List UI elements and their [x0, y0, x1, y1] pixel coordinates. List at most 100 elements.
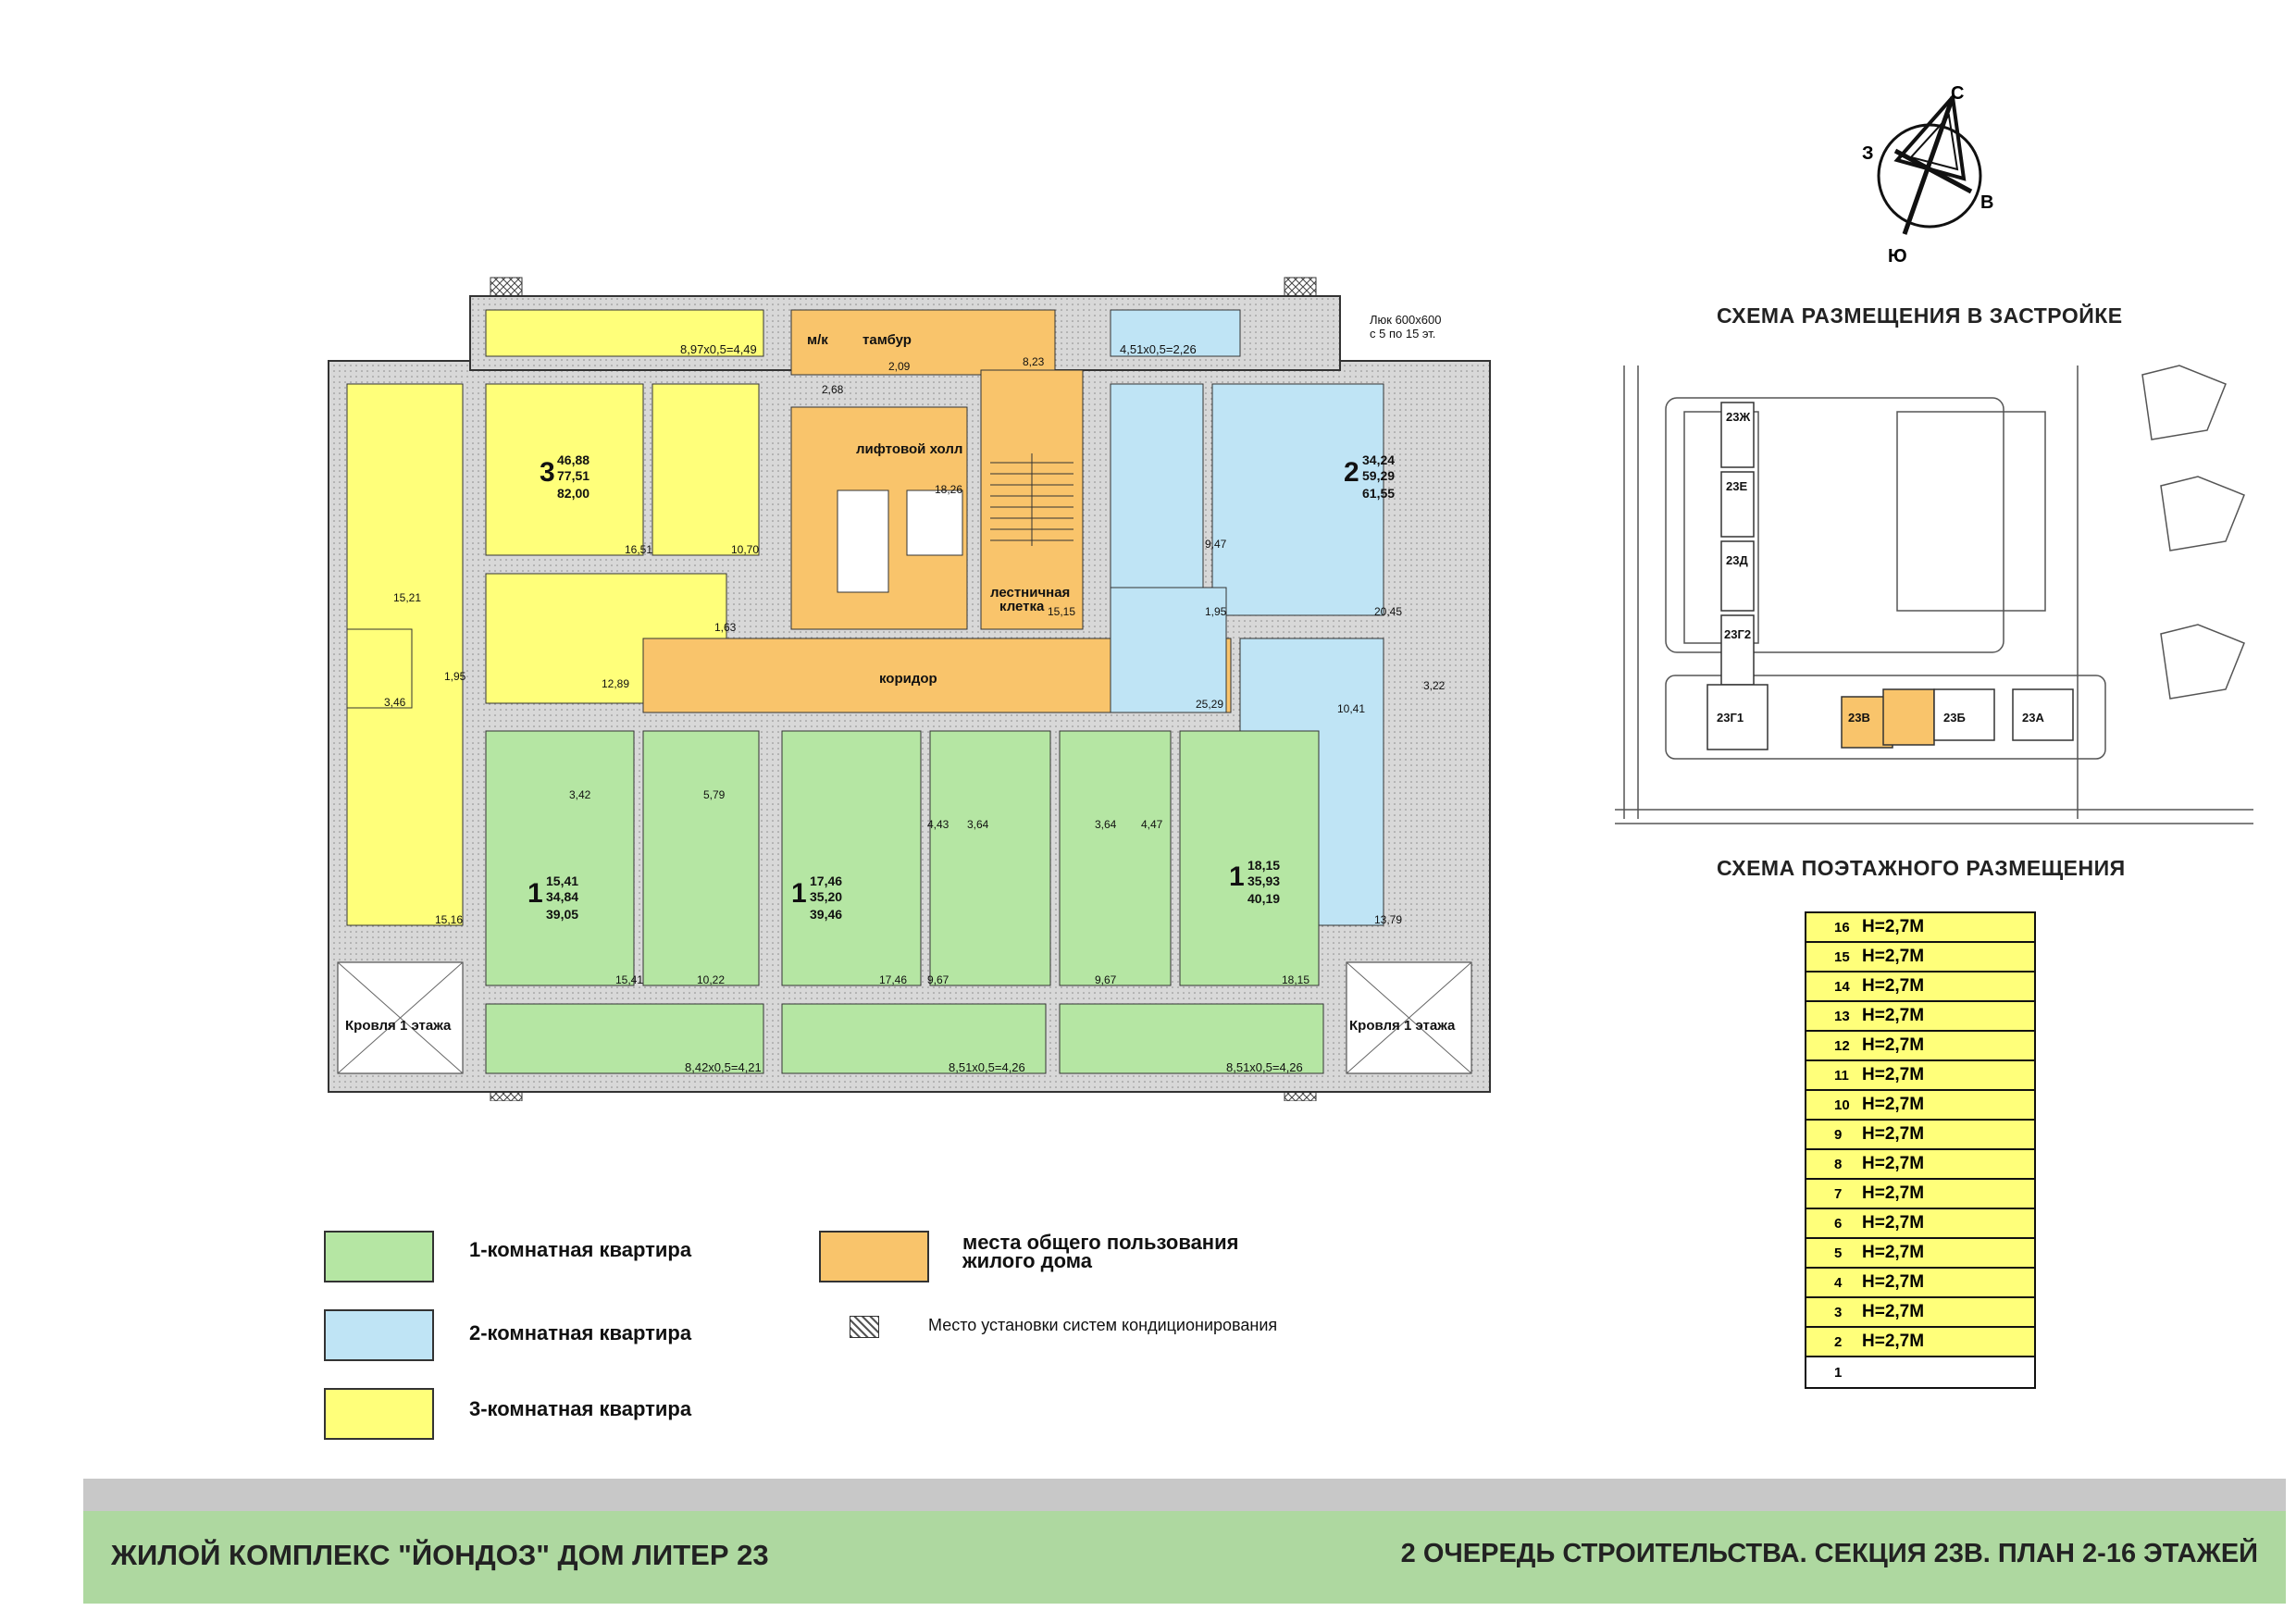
balcony-bottom-3: 8,51х0,5=4,26	[1226, 1060, 1303, 1074]
floor-plan-drawing: Люк 600х600 с 5 по 15 эт. 8,97х0,5=4,49 …	[328, 277, 1491, 1102]
apt1b-room-4: 9,67	[927, 973, 949, 986]
site-map-drawing: 23Ж 23Е 23Д 23Г2 23Г1 23В 23Б 23А	[1615, 356, 2253, 833]
floor-height: H=2,7M	[1862, 1332, 1925, 1351]
floor-row: 1	[1805, 1357, 2036, 1389]
floor-number: 16	[1834, 919, 1850, 935]
apt1a-rooms: 1	[527, 878, 543, 909]
apt2-area-1: 34,24	[1362, 452, 1395, 467]
floor-number: 9	[1834, 1126, 1843, 1143]
apt1b-room-3: 17,46	[879, 973, 907, 986]
apt1c-area-2: 35,93	[1247, 873, 1280, 888]
roof-left-label: Кровля 1 этажа	[345, 1018, 452, 1034]
tambur-area: 2,09	[888, 360, 911, 373]
roof-right-label: Кровля 1 этажа	[1349, 1018, 1456, 1034]
floor-row: 14 H=2,7M	[1805, 973, 2036, 1002]
floor-height: H=2,7M	[1862, 1272, 1925, 1292]
apt2-room-6: 13,79	[1374, 913, 1402, 926]
apt2-room-5: 10,41	[1337, 702, 1365, 715]
apt1a-room-2: 5,79	[703, 788, 726, 801]
apt1b-area-1: 17,46	[810, 873, 842, 888]
apt1b-room-2: 3,64	[967, 818, 989, 831]
floor-plan: Люк 600х600 с 5 по 15 эт. 8,97х0,5=4,49 …	[315, 268, 1518, 1102]
apt1a-area-2: 34,84	[546, 889, 578, 904]
block-23d: 23Д	[1726, 553, 1748, 567]
apt3-room-7: 3,46	[384, 696, 406, 709]
floor-height: H=2,7M	[1862, 976, 1925, 996]
apt3-room-5: 1,63	[714, 621, 737, 634]
block-23b: 23Б	[1943, 711, 1966, 725]
apt2-rooms: 2	[1344, 457, 1359, 488]
site-scheme-title: СХЕМА РАЗМЕЩЕНИЯ В ЗАСТРОЙКЕ	[1717, 304, 2123, 328]
apt1c-area-3: 40,19	[1247, 891, 1280, 906]
apt1a-room-3: 15,41	[615, 973, 643, 986]
hatch-note: Люк 600х600	[1370, 313, 1441, 327]
floor-number: 7	[1834, 1185, 1843, 1202]
lift-hall-area: 18,26	[935, 483, 962, 496]
legend-label-common-1: места общего пользования	[962, 1231, 1239, 1254]
compass-west: З	[1862, 143, 1874, 164]
project-title: ЖИЛОЙ КОМПЛЕКС "ЙОНДОЗ" ДОМ ЛИТЕР 23	[111, 1539, 769, 1571]
apt1b-area-2: 35,20	[810, 889, 842, 904]
apt3-area-1: 46,88	[557, 452, 590, 467]
section-title: 2 ОЧЕРЕДЬ СТРОИТЕЛЬСТВА. СЕКЦИЯ 23В. ПЛА…	[1400, 1539, 2258, 1568]
floor-height: H=2,7M	[1862, 1124, 1925, 1144]
apt3-room-2: 10,70	[731, 543, 759, 556]
apt2-room-4: 3,22	[1423, 679, 1446, 692]
stair-label: лестничная	[990, 585, 1070, 601]
corridor-label: коридор	[879, 671, 937, 687]
legend-swatch-1room	[324, 1231, 434, 1282]
compass-south: Ю	[1888, 246, 1907, 264]
floor-number: 13	[1834, 1008, 1850, 1024]
apt3-room-1: 16,51	[625, 543, 652, 556]
balcony-top-left: 8,97х0,5=4,49	[680, 342, 757, 356]
floor-number: 1	[1834, 1364, 1843, 1381]
apt2-area-3: 61,55	[1362, 486, 1395, 501]
compass-north: С	[1951, 83, 1964, 104]
tambur-label: тамбур	[863, 332, 912, 348]
legend-label-3room: 3-комнатная квартира	[469, 1397, 692, 1420]
ac-hatch-icon	[850, 1316, 879, 1338]
block-23a: 23А	[2022, 711, 2044, 725]
floor-number: 11	[1834, 1067, 1849, 1084]
floor-height: H=2,7M	[1862, 1243, 1925, 1262]
floor-height: H=2,7M	[1862, 1065, 1925, 1084]
floor-scheme-title: СХЕМА ПОЭТАЖНОГО РАЗМЕЩЕНИЯ	[1717, 856, 2126, 880]
floor-height: H=2,7M	[1862, 1183, 1925, 1203]
floor-number: 3	[1834, 1304, 1843, 1320]
mk-label: м/к	[807, 332, 828, 348]
floor-row: 9 H=2,7M	[1805, 1121, 2036, 1150]
floor-number: 14	[1834, 978, 1850, 995]
stair-label-2: клетка	[999, 599, 1045, 614]
floor-number: 12	[1834, 1037, 1850, 1054]
block-23zh: 23Ж	[1726, 410, 1750, 424]
apt2-room-1: 9,47	[1205, 538, 1227, 551]
legend-swatch-3room	[324, 1388, 434, 1440]
apt1c-room-1: 3,64	[1095, 818, 1117, 831]
apt1a-area-1: 15,41	[546, 873, 578, 888]
apt3-room-8: 15,16	[435, 913, 463, 926]
balcony-bottom-1: 8,42х0,5=4,21	[685, 1060, 762, 1074]
apt1c-rooms: 1	[1229, 861, 1245, 892]
apt1c-area-1: 18,15	[1247, 858, 1280, 873]
legend-swatch-2room	[324, 1309, 434, 1361]
apt1a-room-4: 10,22	[697, 973, 725, 986]
floor-number: 10	[1834, 1096, 1850, 1113]
apt3-room-6: 12,89	[602, 677, 629, 690]
floor-height: H=2,7M	[1862, 917, 1925, 936]
compass: С З В Ю	[1860, 79, 1999, 266]
compass-east: В	[1980, 192, 1993, 213]
apt1b-area-3: 39,46	[810, 907, 842, 922]
block-23e: 23Е	[1726, 479, 1747, 493]
footer-divider	[83, 1479, 2286, 1511]
mk-area: 2,68	[822, 383, 844, 396]
apt3-area-3: 82,00	[557, 486, 590, 501]
floor-height: H=2,7M	[1862, 1095, 1925, 1114]
